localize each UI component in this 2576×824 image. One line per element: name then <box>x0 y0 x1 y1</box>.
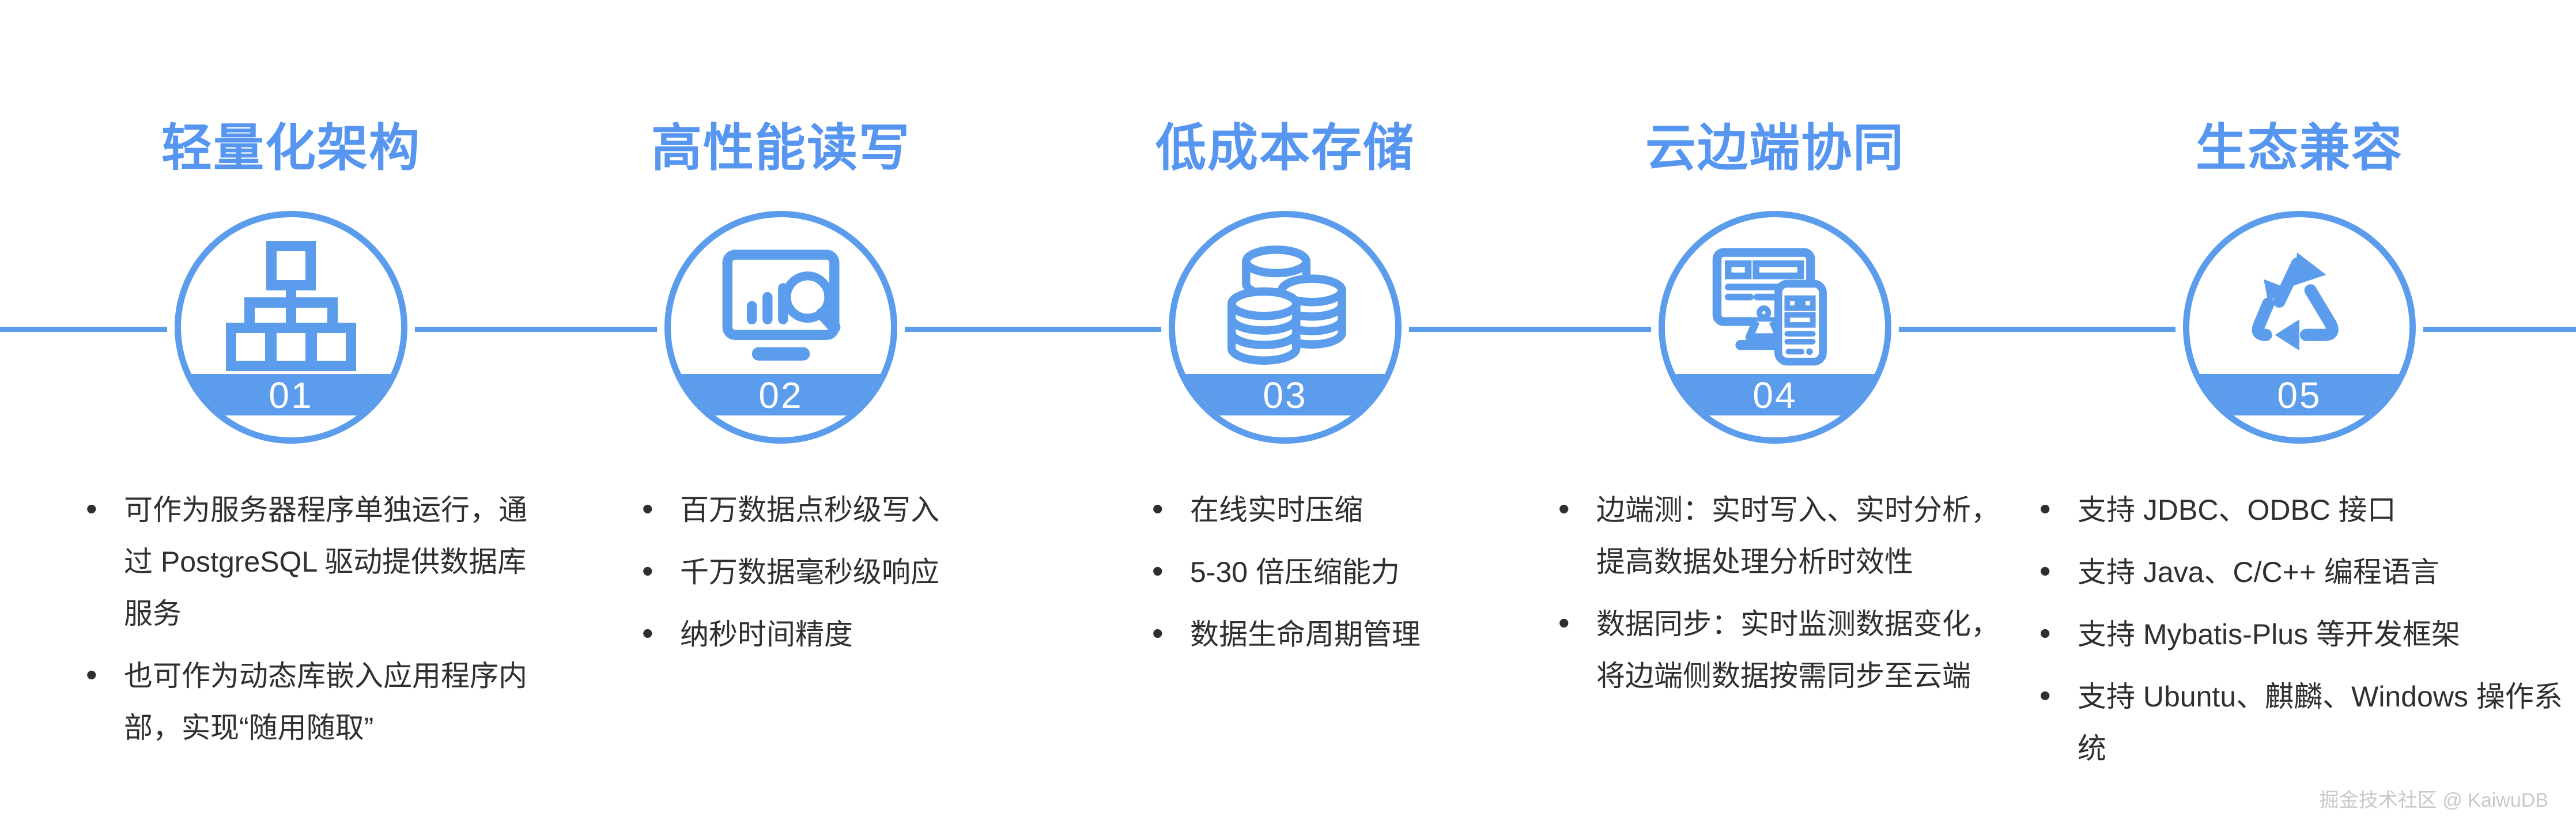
column-title: 低成本存储 <box>1155 119 1415 176</box>
step-number: 01 <box>269 375 313 416</box>
column-title: 生态兼容 <box>2195 119 2403 176</box>
number-band <box>181 374 401 415</box>
circle-clip: 04 <box>1665 217 1885 437</box>
devices-icon <box>1705 239 1845 373</box>
number-band <box>2189 374 2409 415</box>
recycle-icon <box>2229 239 2370 373</box>
feature-item: 千万数据毫秒级响应 <box>640 545 1023 598</box>
feature-item: 也可作为动态库嵌入应用程序内部，实现“随用随取” <box>84 649 530 754</box>
feature-item: 支持 Ubuntu、麒麟、Windows 操作系统 <box>2037 670 2570 774</box>
column-title: 轻量化架构 <box>161 119 421 176</box>
feature-list: 支持 JDBC、ODBC 接口 支持 Java、C/C++ 编程语言 支持 My… <box>2037 483 2570 785</box>
step-circle: 05 <box>2183 211 2416 444</box>
step-circle: 01 <box>175 211 407 444</box>
column-title: 云边端协同 <box>1645 119 1905 176</box>
feature-list: 可作为服务器程序单独运行，通过 PostgreSQL 驱动提供数据库服务 也可作… <box>84 483 530 764</box>
feature-item: 百万数据点秒级写入 <box>640 483 1023 536</box>
column-title: 高性能读写 <box>651 119 911 176</box>
step-number: 04 <box>1752 375 1797 416</box>
step-circle: 03 <box>1169 211 1402 444</box>
feature-item: 支持 Mybatis-Plus 等开发框架 <box>2037 607 2570 660</box>
step-number: 02 <box>758 375 803 416</box>
feature-item: 支持 Java、C/C++ 编程语言 <box>2037 545 2570 598</box>
feature-item: 纳秒时间精度 <box>640 607 1023 660</box>
step-circle: 02 <box>664 211 897 444</box>
circle-clip: 02 <box>671 217 891 437</box>
feature-item: 5-30 倍压缩能力 <box>1150 545 1521 598</box>
database-icon <box>1215 239 1355 373</box>
feature-item: 数据生命周期管理 <box>1150 607 1521 660</box>
step-number: 03 <box>1263 375 1308 416</box>
watermark-text: 掘金技术社区 @ KaiwuDB <box>2319 789 2548 811</box>
circle-clip: 01 <box>181 217 401 437</box>
feature-item: 在线实时压缩 <box>1150 483 1521 536</box>
circle-clip: 03 <box>1175 217 1395 437</box>
dashboard-search-icon <box>711 239 851 373</box>
feature-list: 百万数据点秒级写入 千万数据毫秒级响应 纳秒时间精度 <box>640 483 1023 671</box>
feature-item: 可作为服务器程序单独运行，通过 PostgreSQL 驱动提供数据库服务 <box>84 483 530 640</box>
number-band <box>1175 374 1395 415</box>
number-band <box>1665 374 1885 415</box>
feature-item: 数据同步：实时监测数据变化，将边端侧数据按需同步至云端 <box>1556 597 2008 702</box>
feature-item: 支持 JDBC、ODBC 接口 <box>2037 483 2570 536</box>
feature-list: 边端测：实时写入、实时分析，提高数据处理分析时效性 数据同步：实时监测数据变化，… <box>1556 483 2008 712</box>
step-circle: 04 <box>1659 211 1891 444</box>
feature-item: 边端测：实时写入、实时分析，提高数据处理分析时效性 <box>1556 483 2008 588</box>
step-number: 05 <box>2277 375 2322 416</box>
number-band <box>671 374 891 415</box>
circle-clip: 05 <box>2189 217 2409 437</box>
hierarchy-icon <box>221 239 361 373</box>
feature-list: 在线实时压缩 5-30 倍压缩能力 数据生命周期管理 <box>1150 483 1521 671</box>
